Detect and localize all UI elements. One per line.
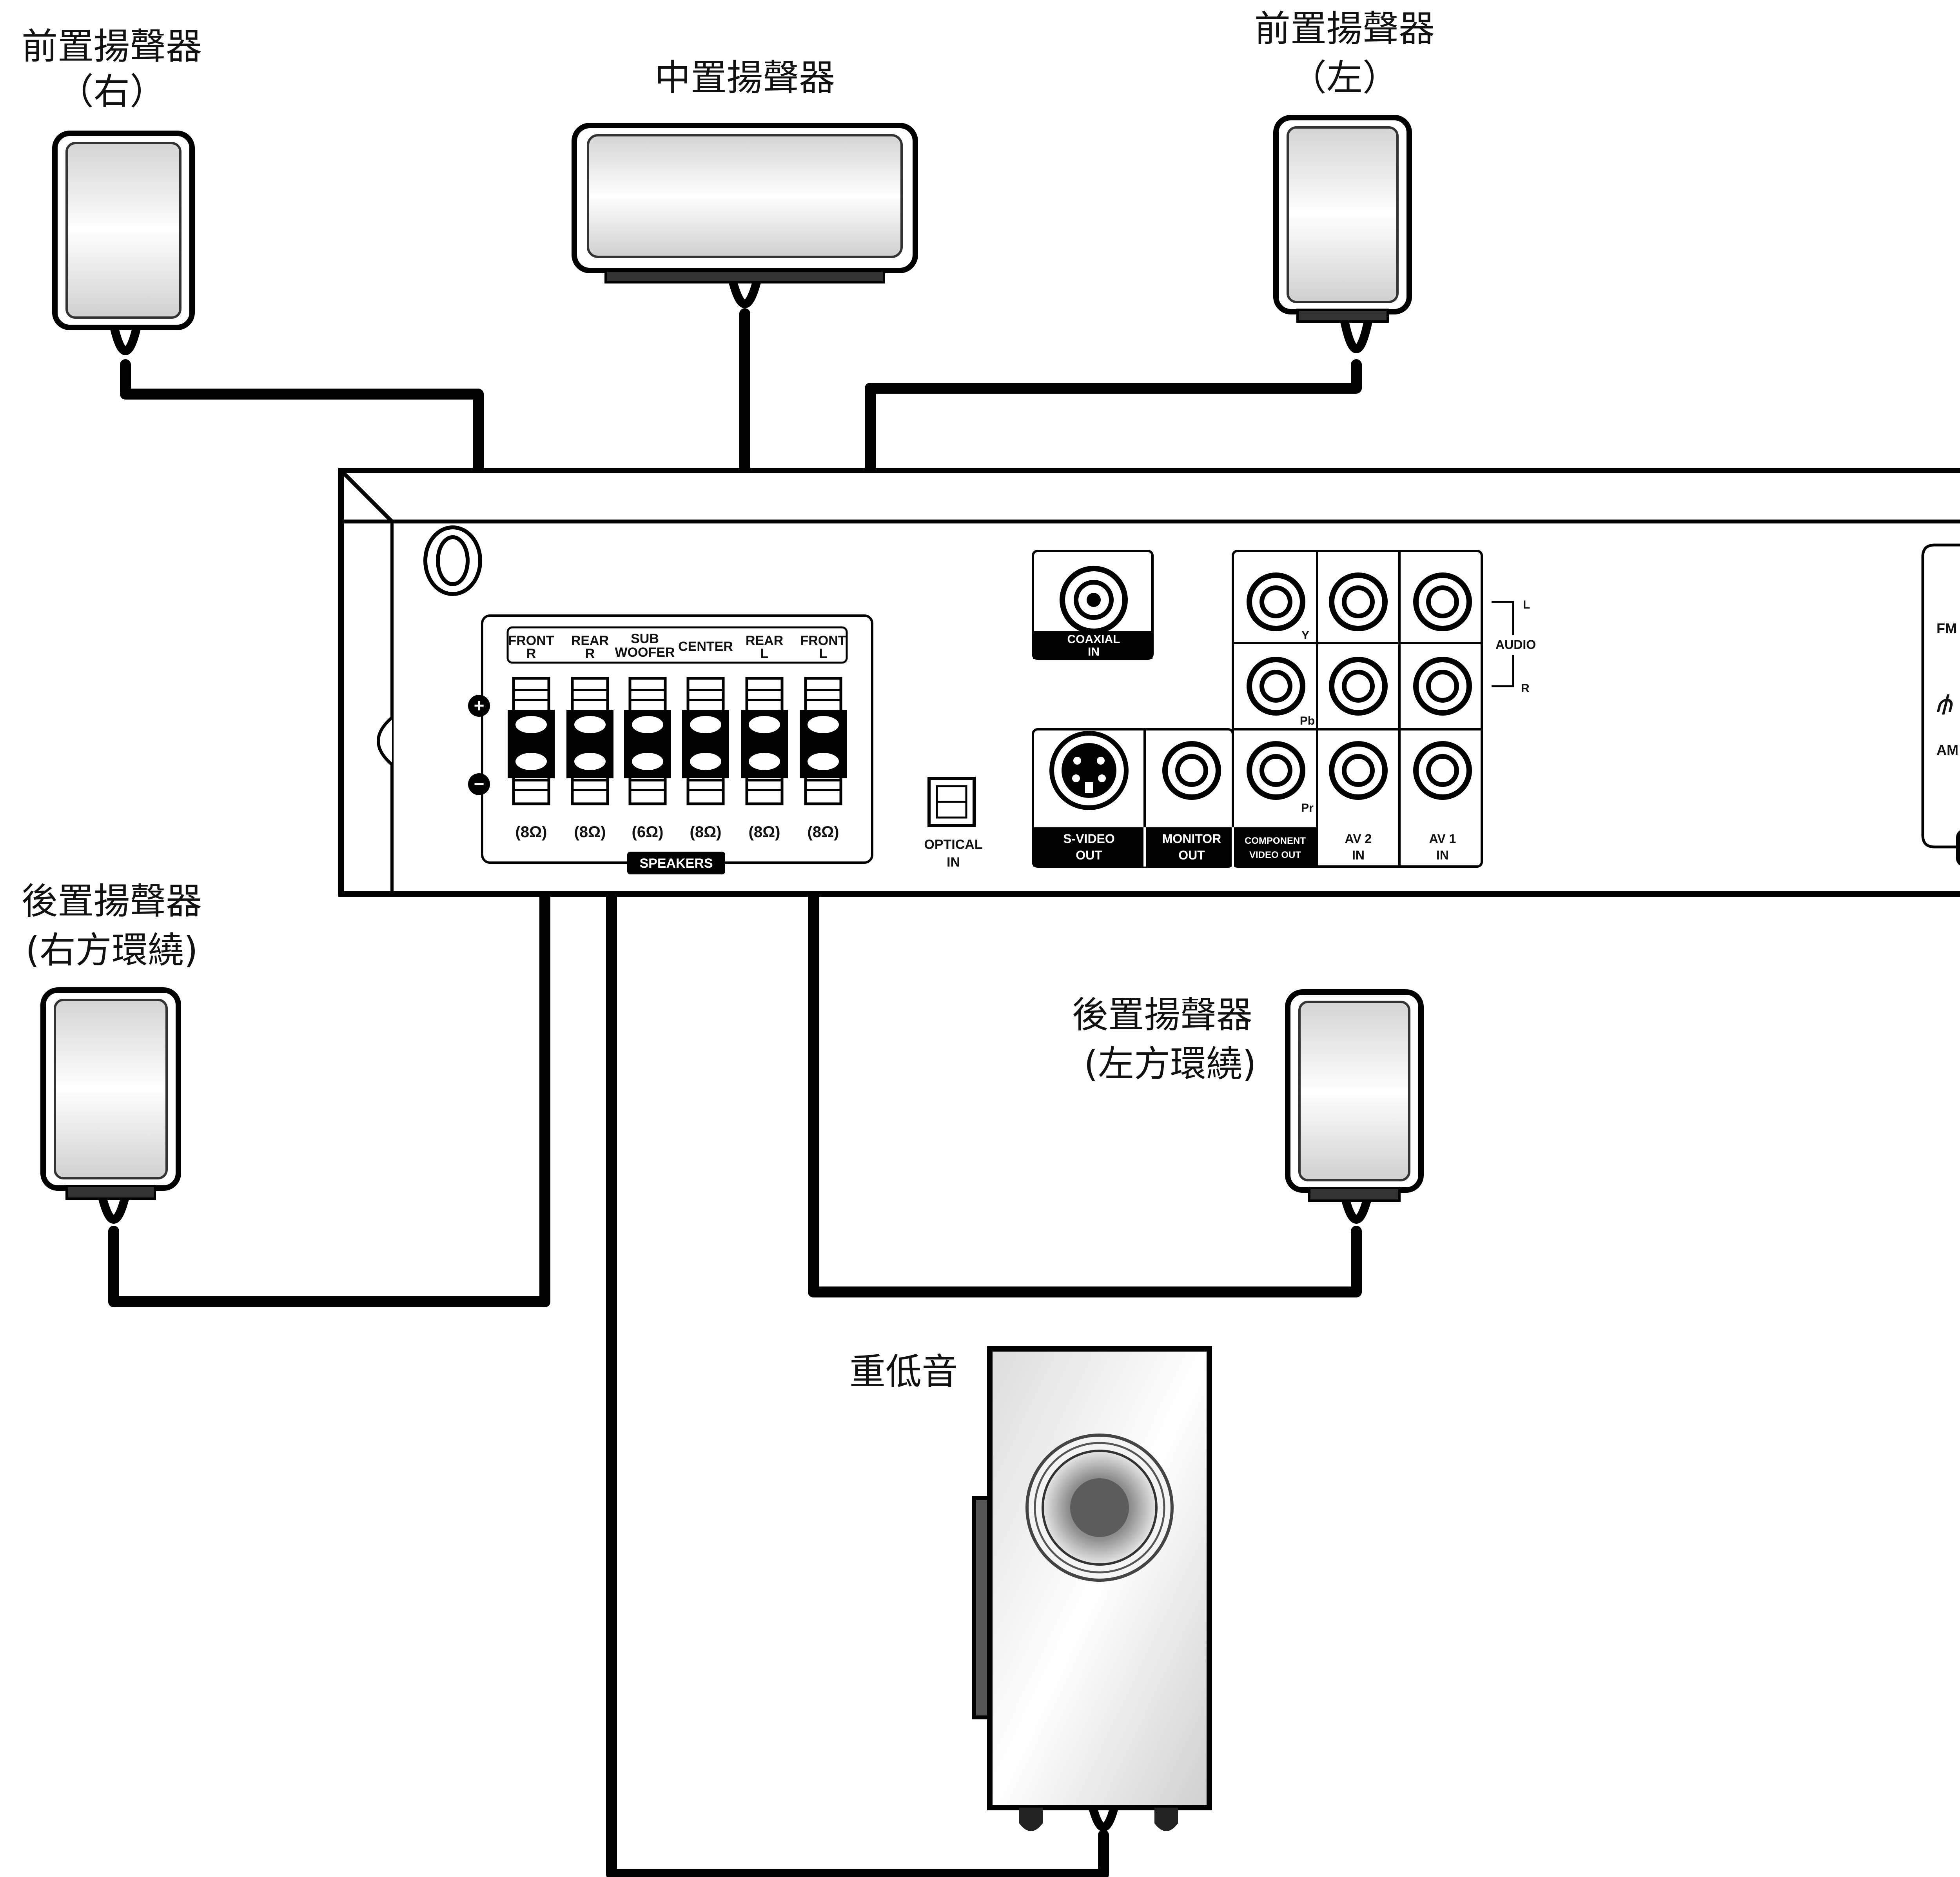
impedance-center: (8Ω) bbox=[690, 823, 722, 841]
optical-in-jack: OPTICAL IN bbox=[924, 777, 983, 870]
monitor-out-jack bbox=[1162, 741, 1221, 800]
terminal-sublabel-rear-l: L bbox=[760, 646, 769, 661]
impedance-subwoofer: (6Ω) bbox=[632, 823, 664, 841]
coaxial-in-jack: COAXIAL IN bbox=[1032, 550, 1154, 660]
coaxial-label-2: IN bbox=[1088, 645, 1100, 658]
terminal-sublabel-front-r: R bbox=[526, 646, 536, 661]
cable-subwoofer bbox=[606, 761, 1109, 1877]
speakers-label: SPEAKERS bbox=[639, 856, 713, 871]
front-left-speaker bbox=[1273, 115, 1412, 323]
terminal-label-rear-l: REAR bbox=[746, 633, 783, 648]
terminal-label-front-r: FRONT bbox=[508, 633, 554, 648]
terminal-label-center: CENTER bbox=[678, 639, 733, 654]
terminal-label-front-l: FRONT bbox=[800, 633, 846, 648]
terminal-label-subwoofer: SUB bbox=[631, 631, 659, 646]
impedance-front-l: (8Ω) bbox=[808, 823, 839, 841]
optical-label-2: IN bbox=[947, 855, 960, 870]
label-front-left-line1: 前置揚聲器 bbox=[1254, 8, 1435, 50]
plus-polarity-icon bbox=[468, 695, 490, 717]
terminal-labels: FRONT R REAR R SUB WOOFER CENTER REAR L … bbox=[508, 631, 846, 661]
audio-bracket bbox=[1492, 601, 1514, 687]
component-pr-label: Pr bbox=[1301, 801, 1314, 814]
component-y-jack bbox=[1247, 572, 1305, 631]
audio-r-label: R bbox=[1521, 682, 1530, 695]
av2-video-jack bbox=[1329, 741, 1388, 800]
speaker-cables bbox=[108, 308, 1362, 1877]
label-front-left-line2: （左） bbox=[1290, 57, 1399, 99]
terminal-label-rear-r: REAR bbox=[571, 633, 609, 648]
impedance-labels: (8Ω) (8Ω) (6Ω) (8Ω) (8Ω) (8Ω) bbox=[515, 823, 839, 841]
am-label: AM bbox=[1936, 742, 1958, 758]
monitor-label-1: MONITOR bbox=[1162, 832, 1221, 846]
rca-jacks bbox=[1162, 572, 1472, 800]
label-rear-left-line1: 後置揚聲器 bbox=[1072, 994, 1252, 1036]
s-video-label-2: OUT bbox=[1076, 848, 1102, 862]
front-right-speaker bbox=[52, 131, 195, 330]
center-speaker bbox=[572, 123, 918, 283]
av2-label-2: IN bbox=[1352, 848, 1365, 862]
cable-rear-right bbox=[108, 779, 550, 1307]
rear-left-speaker bbox=[1285, 989, 1424, 1202]
component-label-2: VIDEO OUT bbox=[1249, 850, 1301, 860]
terminal-posts bbox=[508, 677, 847, 805]
component-label-1: COMPONENT bbox=[1245, 836, 1306, 846]
optical-label-1: OPTICAL bbox=[924, 837, 982, 852]
antenna-section: FM ⫛ AM bbox=[1921, 543, 1960, 866]
power-cord-grommet bbox=[423, 525, 482, 596]
component-y-label: Y bbox=[1301, 629, 1309, 642]
audio-label: AUDIO bbox=[1495, 638, 1536, 652]
av2-label-1: AV 2 bbox=[1345, 832, 1372, 846]
av-jack-block: Y Pb Pr S-VIDEO OUT MONITOR OUT COMPONEN… bbox=[1032, 550, 1536, 868]
fm-label: FM bbox=[1936, 620, 1957, 636]
av1-audio-l-jack bbox=[1413, 572, 1472, 631]
component-pb-jack bbox=[1247, 657, 1305, 716]
coaxial-label-1: COAXIAL bbox=[1067, 633, 1120, 646]
terminal-sublabel-rear-r: R bbox=[585, 646, 595, 661]
av1-video-jack bbox=[1413, 741, 1472, 800]
label-rear-right-line2: (右方環繞) bbox=[25, 929, 198, 971]
label-center: 中置揚聲器 bbox=[655, 57, 835, 99]
label-front-right-line2: （右） bbox=[58, 71, 166, 113]
impedance-rear-r: (8Ω) bbox=[574, 823, 606, 841]
monitor-label-2: OUT bbox=[1178, 848, 1205, 862]
speaker-labels: 前置揚聲器 （右） 中置揚聲器 前置揚聲器 （左） 後置揚聲器 (右方環繞) 後… bbox=[22, 8, 1435, 1393]
impedance-front-r: (8Ω) bbox=[515, 823, 547, 841]
label-rear-right-line1: 後置揚聲器 bbox=[22, 880, 202, 922]
label-rear-left-line2: (左方環繞) bbox=[1084, 1043, 1256, 1085]
terminal-sublabel-subwoofer: WOOFER bbox=[615, 645, 675, 660]
impedance-rear-l: (8Ω) bbox=[749, 823, 780, 841]
antenna-symbol-icon: ⫛ bbox=[1936, 689, 1953, 717]
label-subwoofer: 重低音 bbox=[849, 1351, 958, 1393]
s-video-label-1: S-VIDEO bbox=[1063, 832, 1115, 846]
av1-label-1: AV 1 bbox=[1429, 832, 1456, 846]
audio-l-label: L bbox=[1523, 598, 1530, 611]
component-pr-jack bbox=[1247, 741, 1305, 800]
minus-polarity-icon bbox=[468, 773, 490, 795]
label-front-right-line1: 前置揚聲器 bbox=[22, 25, 202, 67]
cable-forks bbox=[98, 278, 1372, 1832]
av1-audio-r-jack bbox=[1413, 657, 1472, 716]
terminal-sublabel-front-l: L bbox=[819, 646, 828, 661]
subwoofer-speaker bbox=[972, 1346, 1212, 1831]
component-pb-label: Pb bbox=[1300, 714, 1315, 727]
cable-rear-left bbox=[808, 779, 1362, 1297]
av1-label-2: IN bbox=[1436, 848, 1449, 862]
speakers-label-badge bbox=[627, 852, 725, 874]
av2-audio-r-jack bbox=[1329, 657, 1388, 716]
rear-right-speaker bbox=[40, 987, 181, 1200]
minus-symbol: − bbox=[474, 774, 485, 794]
plus-symbol: + bbox=[474, 695, 485, 716]
av2-audio-l-jack bbox=[1329, 572, 1388, 631]
speaker-terminal-block: FRONT R REAR R SUB WOOFER CENTER REAR L … bbox=[468, 614, 873, 874]
